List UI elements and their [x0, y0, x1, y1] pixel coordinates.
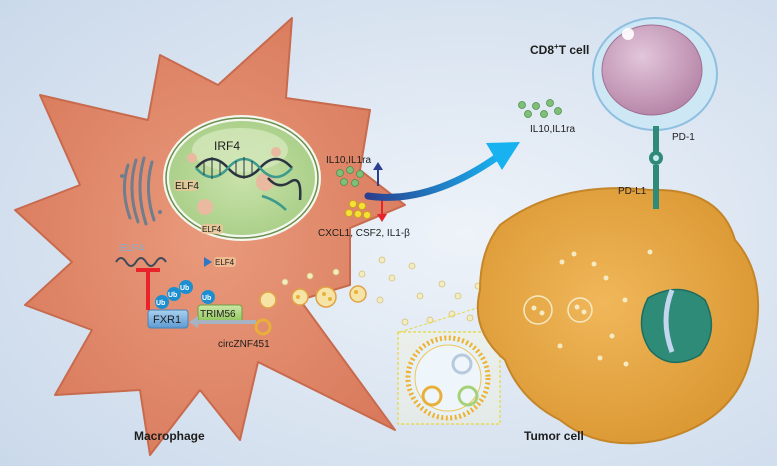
pd1-label: PD-1	[672, 132, 695, 143]
cytokine-molecules	[345, 200, 371, 219]
tumor-vesicles	[523, 249, 653, 367]
up-arrow-icon	[373, 162, 383, 186]
fxr1-protein: FXR1	[147, 309, 189, 329]
elf4-protein-badge: ELF4	[214, 257, 236, 267]
circznf451-label: circZNF451	[218, 339, 270, 350]
trim56-label: TRIM56	[200, 309, 236, 320]
exosome-zoom-inset	[397, 303, 501, 425]
exosome-trail	[281, 256, 504, 326]
irf4-label: IRF4	[214, 139, 240, 153]
macrophage-cell	[14, 17, 406, 456]
macrophage-vesicles	[259, 285, 367, 309]
cd8-t-cell-label: CD8+T cell	[530, 42, 589, 57]
elf4-nucleus-label: ELF4	[175, 181, 199, 192]
elf4-protein-label: ELF4	[215, 258, 235, 267]
ub-label-4: Ub	[202, 295, 211, 302]
ub-label-1: Ub	[156, 300, 165, 307]
circrna-ring-icon	[254, 318, 272, 336]
macrophage-label: Macrophage	[134, 429, 205, 443]
elf4-mrna-icon	[115, 257, 167, 267]
trim56-protein: TRIM56	[197, 304, 243, 323]
tumor-cell-label: Tumor cell	[524, 429, 584, 443]
translation-arrow	[172, 257, 212, 267]
pdl1-label: PD-L1	[618, 186, 647, 197]
ubiquitin-chain: Ub Ub Ub Ub	[155, 280, 215, 309]
cd8-t-cell	[592, 17, 718, 131]
dna-helix-icon	[195, 157, 302, 211]
pd1-pdl1-interaction	[649, 126, 663, 209]
fxr1-label: FXR1	[153, 314, 181, 326]
down-arrow-icon	[377, 200, 387, 222]
il10-il1ra-top-molecules	[518, 99, 562, 118]
ub-label-3: Ub	[180, 285, 189, 292]
il10-il1ra-top-label: IL10,IL1ra	[530, 124, 575, 135]
cytokines-down-label: CXCL1, CSF2, IL1-β	[318, 228, 410, 239]
tumor-cell	[476, 187, 760, 445]
elf4-nucleus-badge: ELF4	[174, 180, 199, 192]
golgi-apparatus	[120, 156, 162, 226]
cd8-prefix: CD8	[530, 43, 554, 57]
il10-il1ra-macrophage-label: IL10,IL1ra	[326, 155, 371, 166]
il10-il1ra-molecules	[336, 166, 364, 187]
cd8-superscript: +	[554, 42, 559, 51]
tumor-nucleus	[640, 288, 713, 364]
cd8-suffix: T cell	[559, 43, 590, 57]
inhibition-bar-icon	[136, 268, 160, 310]
ub-label-2: Ub	[168, 292, 177, 299]
elf4-mrna-label: ELF4	[120, 243, 144, 254]
elf4-nucleus-small-label: ELF4	[202, 225, 222, 234]
elf4-nucleus-small-badge: ELF4	[201, 224, 223, 234]
circ-binding-arrow	[189, 316, 256, 328]
secretion-arrow	[364, 142, 520, 201]
